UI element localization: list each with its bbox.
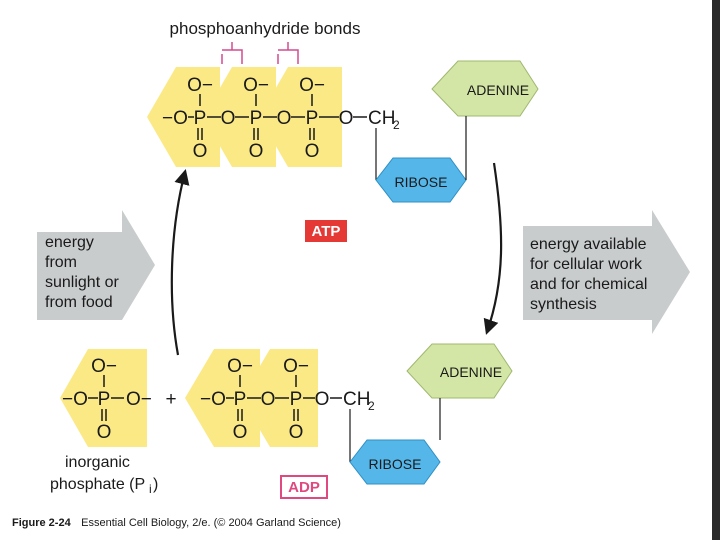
phosphoanhydride-bonds-label: phosphoanhydride bonds xyxy=(170,19,361,38)
svg-text:O: O xyxy=(339,108,354,129)
svg-text:O: O xyxy=(233,422,248,443)
svg-text:energy: energy xyxy=(45,234,94,251)
svg-text:O: O xyxy=(221,108,236,129)
svg-text:inorganic: inorganic xyxy=(65,454,130,471)
right-edge-bar xyxy=(712,0,720,540)
svg-text:O: O xyxy=(249,141,264,162)
phosphoanhydride-bond-brackets xyxy=(221,42,299,64)
svg-text:from food: from food xyxy=(45,294,113,311)
adp-label: ADP xyxy=(288,479,320,496)
right-energy-arrow xyxy=(523,210,690,334)
svg-text:CH: CH xyxy=(343,389,370,410)
svg-text:O−: O− xyxy=(243,75,269,96)
svg-text:O: O xyxy=(305,141,320,162)
svg-text:P: P xyxy=(306,108,319,129)
adp-adenine-label: ADENINE xyxy=(440,364,502,380)
svg-text:O−: O− xyxy=(187,75,213,96)
atp-to-adp-arrow xyxy=(483,162,503,335)
svg-text:O: O xyxy=(261,389,276,410)
svg-text:synthesis: synthesis xyxy=(530,296,597,313)
svg-text:CH: CH xyxy=(368,108,395,129)
svg-text:O−: O− xyxy=(227,356,253,377)
svg-text:O−: O− xyxy=(91,356,117,377)
adp-label-box xyxy=(280,475,328,499)
svg-text:O−: O− xyxy=(299,75,325,96)
svg-text:−O: −O xyxy=(62,389,88,410)
svg-text:2: 2 xyxy=(393,118,400,132)
adp-to-atp-arrow xyxy=(170,169,190,356)
svg-text:sunlight or: sunlight or xyxy=(45,274,119,291)
svg-text:O: O xyxy=(97,422,112,443)
left-energy-arrow xyxy=(37,210,155,320)
adp-adenine-shape xyxy=(406,343,513,399)
svg-text:from: from xyxy=(45,254,77,271)
atp-triphosphate-chain: O− O− O− −O P O P O P O CH 2 O O O xyxy=(162,75,400,180)
svg-text:P: P xyxy=(98,389,111,410)
svg-text:energy available: energy available xyxy=(530,236,647,253)
svg-text:−O: −O xyxy=(162,108,188,129)
atp-adenine-shape xyxy=(431,60,539,117)
svg-text:O: O xyxy=(193,141,208,162)
plus-sign: + xyxy=(165,389,176,410)
svg-text:): ) xyxy=(153,476,158,493)
svg-text:P: P xyxy=(234,389,247,410)
svg-text:i: i xyxy=(149,482,152,496)
svg-text:P: P xyxy=(290,389,303,410)
svg-text:O−: O− xyxy=(283,356,309,377)
svg-text:O: O xyxy=(289,422,304,443)
pi-label: inorganic phosphate (P i ) xyxy=(50,454,158,496)
pi-chemical: O− −O P O− O xyxy=(62,356,152,443)
atp-adenine-label: ADENINE xyxy=(467,82,529,98)
svg-text:2: 2 xyxy=(368,399,375,413)
left-arrow-text: energy from sunlight or from food xyxy=(45,234,119,311)
svg-text:for cellular work: for cellular work xyxy=(530,256,643,273)
figure-caption: Figure 2-24 Essential Cell Biology, 2/e.… xyxy=(12,513,341,530)
svg-text:O−: O− xyxy=(126,389,152,410)
svg-text:P: P xyxy=(250,108,263,129)
svg-text:phosphate (P: phosphate (P xyxy=(50,476,145,493)
pi-phosphate-shape xyxy=(60,349,147,447)
atp-label-box xyxy=(305,220,347,242)
svg-text:P: P xyxy=(194,108,207,129)
svg-text:O: O xyxy=(315,389,330,410)
adp-ribose-label: RIBOSE xyxy=(369,456,422,472)
svg-text:O: O xyxy=(277,108,292,129)
adp-diphosphate-chain: O− O− −O P O P O CH 2 O O xyxy=(200,356,375,462)
atp-ribose-label: RIBOSE xyxy=(395,174,448,190)
adp-ribose-shape xyxy=(349,439,441,485)
right-arrow-text: energy available for cellular work and f… xyxy=(530,236,647,313)
svg-text:−O: −O xyxy=(200,389,226,410)
svg-text:and for chemical: and for chemical xyxy=(530,276,647,293)
atp-label: ATP xyxy=(312,223,341,240)
